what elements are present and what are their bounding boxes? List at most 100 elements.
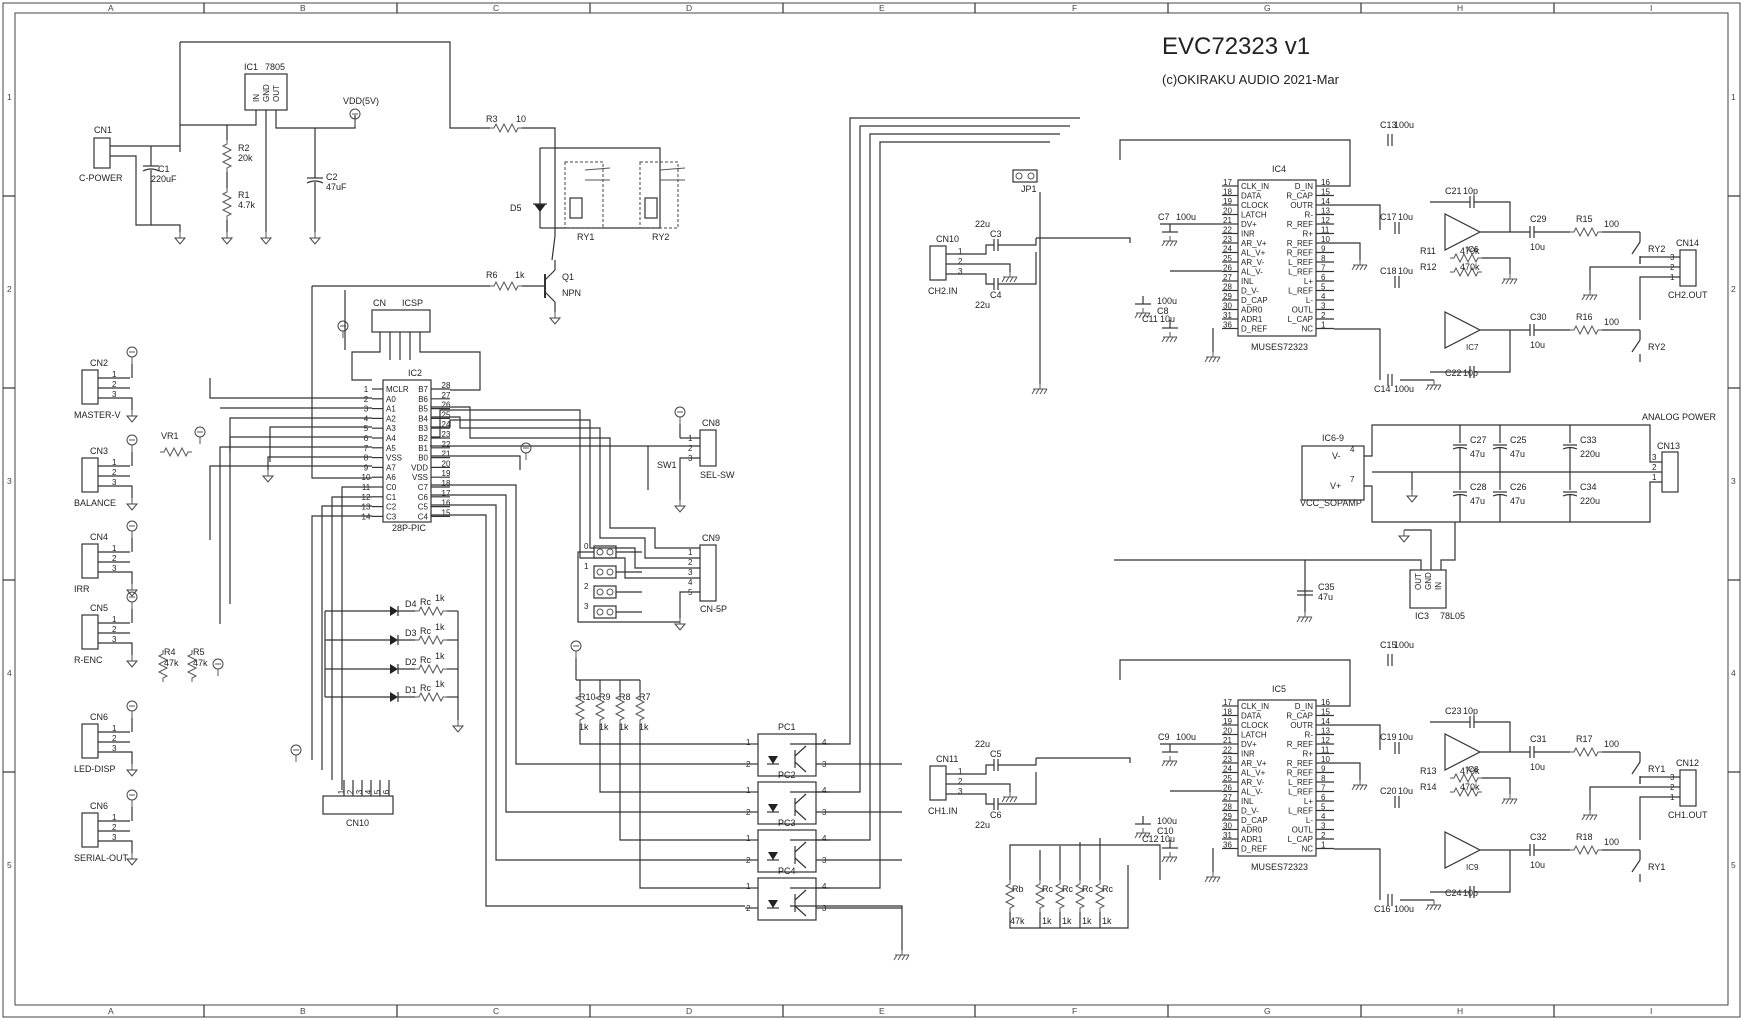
cn8-connector <box>699 429 717 467</box>
ic5-rpin-name-1: R_CAP <box>1286 712 1313 721</box>
frame-col-bottom-B: B <box>300 1006 306 1016</box>
ic4-rpin-num-11: 11 <box>1321 226 1330 235</box>
ic5-lpin-name-3: LATCH <box>1241 731 1267 740</box>
ic4-rpin-num-3: 3 <box>1321 302 1326 311</box>
fb-cap-val-c23: 10p <box>1463 706 1478 716</box>
in-cap-c18: C18 <box>1380 266 1397 276</box>
ic5-rpin-num-4: 4 <box>1321 812 1326 821</box>
connector-r-enc <box>81 614 99 650</box>
c35-ref: C35 <box>1318 582 1335 592</box>
ic5-rpin-num-11: 11 <box>1321 746 1330 755</box>
ic5-lpin-name-14: ADR1 <box>1241 835 1263 844</box>
vcc-label: VCC_SOPAMP <box>1300 498 1362 508</box>
ic2-pin-name-r-b2: B2 <box>418 434 428 443</box>
ic4-rpin-num-5: 5 <box>1321 283 1326 292</box>
out-res-val-r15: 100 <box>1604 219 1619 229</box>
frame-col-top-E: E <box>879 3 885 13</box>
ic5-rpin-num-2: 2 <box>1321 831 1326 840</box>
opto-pc1 <box>757 733 817 777</box>
cn10-pin-6: 6 <box>382 789 391 794</box>
frame-row-left-5: 5 <box>7 860 12 870</box>
input-cap-c6: C6 <box>990 810 1002 820</box>
connector-pin-irr-2: 2 <box>112 554 117 563</box>
out-cap-val-c29: 10u <box>1530 242 1545 252</box>
ic5-rpin-num-7: 7 <box>1321 784 1326 793</box>
ap-cap-val-c25: 47u <box>1510 449 1525 459</box>
ap-cap-val-c34: 220u <box>1580 496 1600 506</box>
connector-pin-balance-3: 3 <box>112 478 117 487</box>
fb-res-val-r11: 470k <box>1460 246 1480 256</box>
bottom-rc-ref-3: Rc <box>1102 884 1113 894</box>
rail-cap-val-c11: 10u <box>1160 314 1175 324</box>
ic5-lpin-name-0: CLK_IN <box>1241 702 1269 711</box>
led-res-ref-2: Rc <box>420 655 431 665</box>
ic1-pin-gnd: GND <box>262 84 271 102</box>
cn10-pin-2: 2 <box>346 789 355 794</box>
r3-ref: R3 <box>486 114 498 124</box>
frame-col-top-A: A <box>108 3 114 13</box>
led-ref-d1: D1 <box>405 685 417 695</box>
connector-name-led-disp: LED-DISP <box>74 764 116 774</box>
ic5-rpin-num-15: 15 <box>1321 708 1330 717</box>
cn9-pin-3: 3 <box>688 568 693 577</box>
fb-cap-val-c24: 10p <box>1463 888 1478 898</box>
ic2-pin-num-l6: 6 <box>364 434 369 443</box>
ic4-rpin-num-6: 6 <box>1321 273 1326 282</box>
cn10-pin-3: 3 <box>355 789 364 794</box>
analog-power-title: ANALOG POWER <box>1642 412 1717 422</box>
pin7-label: 7 <box>1350 475 1355 484</box>
ic2-pin-name-vss: VSS <box>386 454 402 463</box>
input-cap-val-c3: 22u <box>975 219 990 229</box>
top-cap-c13: C13 <box>1380 120 1397 130</box>
ic4-lpin-num-36: 36 <box>1223 321 1232 330</box>
cn10-pin-1: 1 <box>337 789 346 794</box>
ic4-lpin-name-5: INR <box>1241 230 1255 239</box>
muses-ref-ic5: IC5 <box>1272 684 1286 694</box>
frame-row-left-3: 3 <box>7 476 12 486</box>
ic2-pin-name-r-c4: C4 <box>418 512 429 521</box>
ic2-pin-name-r-c5: C5 <box>418 503 429 512</box>
input-cap-c4: C4 <box>990 290 1002 300</box>
connector-led-disp <box>81 723 99 759</box>
input-pin-ch1.in-3: 3 <box>958 787 963 796</box>
input-name-ch2.in: CH2.IN <box>928 286 958 296</box>
ic2-pin-name-r-b7: B7 <box>418 385 428 394</box>
out-res-val-r18: 100 <box>1604 837 1619 847</box>
connector-pin-r-enc-2: 2 <box>112 625 117 634</box>
cn1-ref: CN1 <box>94 125 112 135</box>
ic2-pin-name-a2: A2 <box>386 414 396 423</box>
input-pin-ch1.in-2: 2 <box>958 777 963 786</box>
connector-pin-serial-out-3: 3 <box>112 833 117 842</box>
ic2-pin-num-r28: 28 <box>442 381 451 390</box>
ic4-rpin-name-5: R+ <box>1303 230 1314 239</box>
frame-row-left-1: 1 <box>7 92 12 102</box>
ic5-rpin-name-9: L_REF <box>1288 788 1313 797</box>
ic2-pin-name-c0: C0 <box>386 483 397 492</box>
out-cap-c30: C30 <box>1530 312 1547 322</box>
fb-res-val-r14: 470k <box>1460 782 1480 792</box>
fb-res-val-r13: 470k <box>1460 766 1480 776</box>
jumper-label-1: 1 <box>584 562 589 571</box>
ic2-pin-num-r22: 22 <box>442 440 451 449</box>
ap-cap-val-c26: 47u <box>1510 496 1525 506</box>
ic5-rpin-num-10: 10 <box>1321 755 1330 764</box>
q1-value: NPN <box>562 288 581 298</box>
analog-power-section: ANALOG POWER IC6-9 V- V+ 4 7 VCC_SOPAMP … <box>1114 412 1717 623</box>
ic4-lpin-name-9: AL_V- <box>1241 268 1263 277</box>
ic3-value: 78L05 <box>1440 611 1465 621</box>
input-cap-val-c4: 22u <box>975 300 990 310</box>
fb-res-val-r12: 470k <box>1460 262 1480 272</box>
cn9-name: CN-5P <box>700 604 727 614</box>
rb-value: 47k <box>1010 916 1025 926</box>
opto-pc1-pin4: 4 <box>822 738 827 747</box>
ap-cap-val-c27: 47u <box>1470 449 1485 459</box>
ic2-pin-num-r21: 21 <box>442 450 451 459</box>
ic5-rpin-name-13: OUTL <box>1292 826 1314 835</box>
connector-pin-balance-1: 1 <box>112 458 117 467</box>
ic4-rpin-name-9: L_REF <box>1288 268 1313 277</box>
input-connector-ch2.in <box>929 245 947 281</box>
frame-row-right-5: 5 <box>1731 860 1736 870</box>
